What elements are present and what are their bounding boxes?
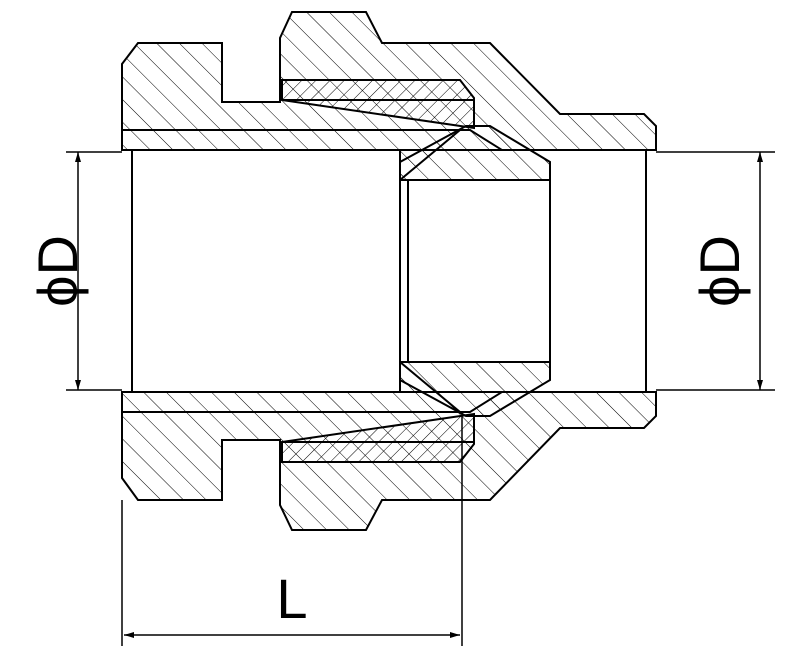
thread-upper: [281, 79, 475, 130]
right-diameter-dimension: [656, 151, 775, 391]
thread-lower: [281, 412, 475, 463]
left-diameter-label: ϕD: [26, 235, 89, 307]
bore: [122, 150, 656, 392]
length-dimension: [121, 412, 463, 646]
length-label: L: [276, 567, 307, 630]
ferrule-bore: [399, 179, 551, 363]
right-diameter-label: ϕD: [688, 235, 751, 307]
left-diameter-dimension: [66, 151, 122, 391]
